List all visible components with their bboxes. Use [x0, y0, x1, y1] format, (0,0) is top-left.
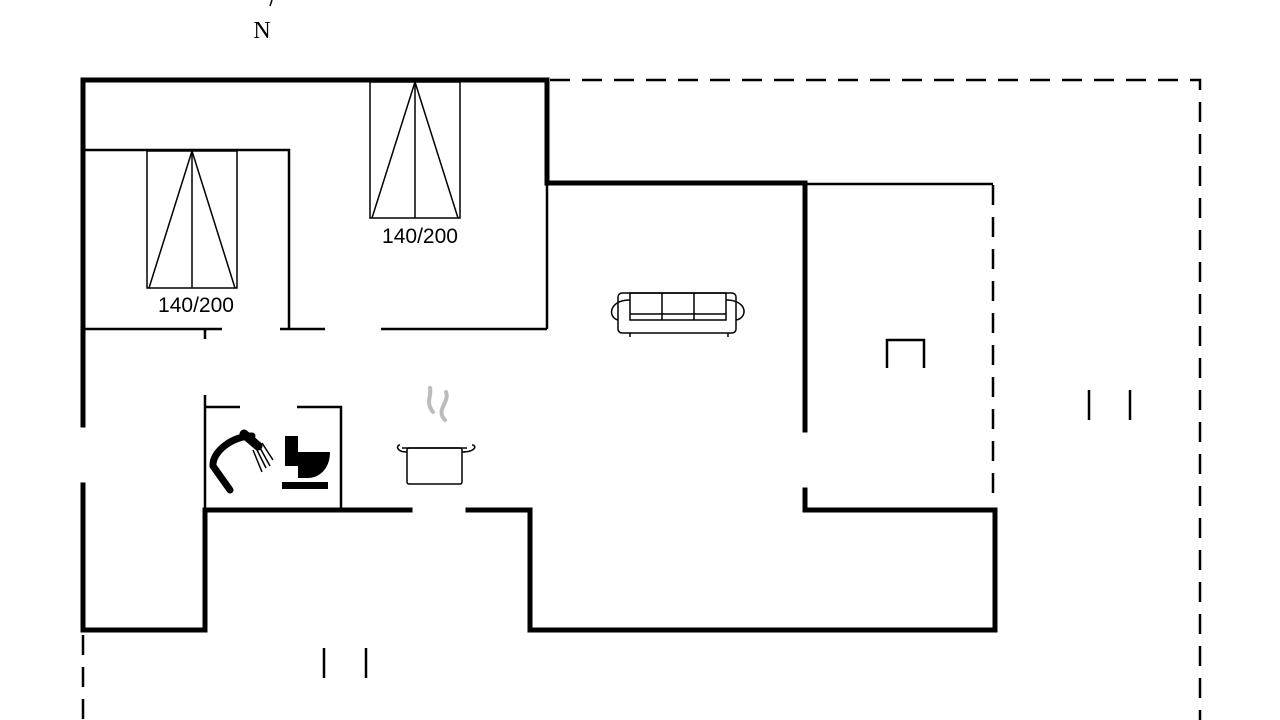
cooking-pot-icon	[396, 386, 476, 485]
shower-head	[239, 429, 263, 451]
terrace-outline	[81, 78, 1202, 720]
bed-2-covers	[371, 81, 459, 219]
shower-hose	[209, 432, 256, 494]
pot-body	[406, 447, 463, 485]
table-outline	[885, 338, 926, 368]
wall-north	[80, 77, 808, 433]
shower-spray	[252, 442, 274, 473]
toilet-bowl	[298, 452, 330, 478]
bed-icon	[146, 150, 238, 289]
bedroom-1-wall	[83, 148, 291, 329]
bed-icon	[369, 81, 461, 219]
sofa-frame	[617, 292, 737, 334]
toilet-base	[282, 482, 328, 489]
wall-southwest	[80, 482, 413, 633]
pot-handle-right	[461, 444, 476, 453]
wall-southeast	[465, 487, 998, 633]
terrace-outline-right	[550, 78, 1202, 720]
compass-needle	[269, 0, 273, 7]
bed-1-size-label: 140/200	[158, 294, 234, 317]
toilet-icon	[282, 436, 330, 489]
bathroom-wall-north-b	[297, 405, 343, 510]
sofa-back	[629, 292, 727, 321]
steam-right	[439, 390, 449, 422]
terrace-steps-east	[1087, 390, 1132, 420]
exterior-walls	[80, 77, 998, 633]
steam-left	[427, 386, 435, 414]
sofa-arm-right	[725, 299, 745, 321]
north-compass: N	[253, 0, 273, 44]
terrace-table	[885, 338, 926, 368]
terrace-steps-south	[322, 648, 368, 678]
toilet-tank	[285, 436, 298, 466]
pot-handle-left	[396, 444, 408, 453]
sofa-icon	[610, 292, 745, 337]
sofa-arm-left	[610, 299, 631, 321]
north-label: N	[253, 18, 270, 44]
shower-icon	[209, 429, 274, 494]
bed-2-size-label: 140/200	[382, 225, 458, 248]
bed-1-covers	[148, 150, 236, 289]
interior-walls	[83, 148, 993, 510]
